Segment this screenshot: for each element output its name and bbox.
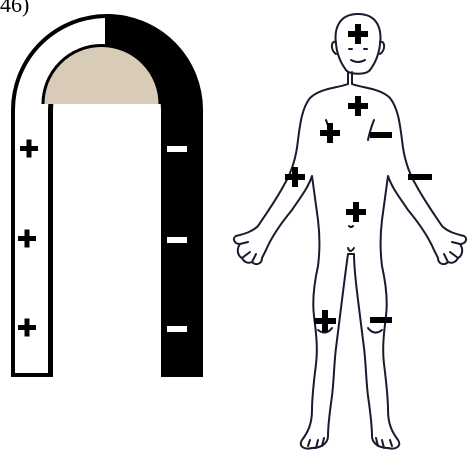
body-plus-abdomen bbox=[346, 202, 366, 222]
body-minus-chest-left bbox=[370, 132, 392, 138]
body-plus-right-arm bbox=[285, 167, 305, 187]
body-minus-left-arm bbox=[408, 174, 432, 180]
body-minus-left-knee bbox=[370, 317, 392, 323]
human-body-outline bbox=[234, 14, 466, 449]
magnet-minus-sign-3 bbox=[167, 326, 187, 332]
horseshoe-magnet bbox=[12, 15, 202, 376]
body-plus-chest-center bbox=[348, 96, 368, 116]
body-plus-chest-right bbox=[320, 123, 340, 143]
body-plus-head bbox=[348, 24, 368, 44]
magnet-minus-sign-2 bbox=[167, 237, 187, 243]
magnet-minus-sign-1 bbox=[167, 146, 187, 152]
